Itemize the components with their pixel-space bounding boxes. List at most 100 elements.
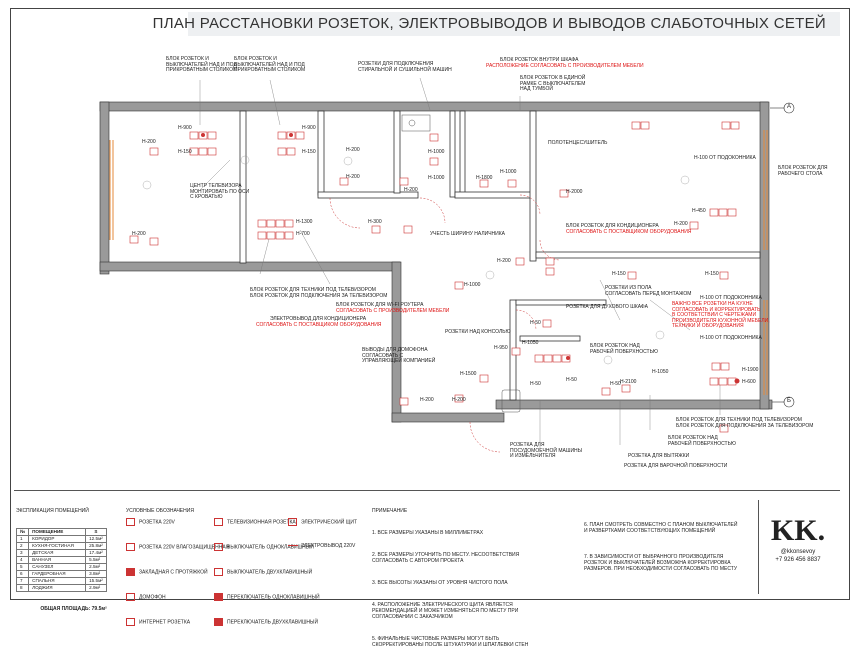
label-wifi-block: БЛОК РОЗЕТОК ДЛЯ WI-FI РОУТЕРА: [336, 302, 424, 308]
note-2: 2. ВСЕ РАЗМЕРЫ УТОЧНИТЬ ПО МЕСТУ. НЕСООТ…: [372, 552, 520, 564]
legend-item: ТЕЛЕВИЗИОННАЯ РОЗЕТКА: [227, 519, 296, 526]
waterproof-socket-icon: [126, 543, 135, 551]
label-tv-center: ЦЕНТР ТЕЛЕВИЗОРА МОНТИРОВАТЬ ПО ОСИ С КР…: [190, 183, 250, 200]
label-bedside-block-2: БЛОК РОЗЕТОК И ВЫКЛЮЧАТЕЛЕЙ НАД И ПОД ПР…: [234, 56, 306, 73]
height-mark: H-50: [530, 381, 541, 387]
height-mark: H-200: [674, 221, 688, 227]
label-wardrobe-block: БЛОК РОЗЕТОК ВНУТРИ ШКАФА: [500, 57, 579, 63]
height-mark: H-50: [530, 320, 541, 326]
explication-title: ЭКСПЛИКАЦИЯ ПОМЕЩЕНИЙ: [16, 508, 89, 514]
height-mark: H-200: [404, 187, 418, 193]
height-mark: H-200: [346, 174, 360, 180]
height-mark: H-200: [346, 147, 360, 153]
label-worktop-block-2: БЛОК РОЗЕТОК НАД РАБОЧЕЙ ПОВЕРХНОСТЬЮ: [668, 435, 736, 447]
drawing-frame: [10, 8, 850, 600]
room-markers: [142, 155, 690, 365]
label-hood-socket: РОЗЕТКА ДЛЯ ВЫТЯЖКИ: [628, 453, 690, 459]
col-header: S: [85, 528, 107, 536]
legend-block: УСЛОВНЫЕ ОБОЗНАЧЕНИЯ: [126, 496, 194, 524]
height-mark: H-900: [302, 125, 316, 131]
legend-item: ИНТЕРНЕТ РОЗЕТКА: [139, 619, 191, 626]
note-1: 1. ВСЕ РАЗМЕРЫ УКАЗАНЫ В МИЛЛИМЕТРАХ: [372, 530, 484, 536]
label-worktop-block-1: БЛОК РОЗЕТОК НАД РАБОЧЕЙ ПОВЕРХНОСТЬЮ: [590, 343, 658, 355]
label-sill-1: H-100 ОТ ПОДОКОННИКА: [700, 295, 762, 301]
height-mark: H-600: [742, 379, 756, 385]
label-floor-sockets: РОЗЕТКИ ИЗ ПОЛА СОГЛАСОВАТЬ ПЕРЕД МОНТАЖ…: [605, 285, 692, 297]
legend-item: РОЗЕТКА 220V ВЛАГОЗАЩИЩЕННАЯ: [139, 544, 230, 551]
label-kitchen-important: ВАЖНО ВСЕ РОЗЕТКИ НА КУХНЕ СОГЛАСОВАТЬ И…: [672, 301, 770, 329]
legend-item: РОЗЕТКА 220V: [139, 519, 175, 526]
legend-item: ЗАКЛАДНАЯ С ПРОТЯЖКОЙ: [139, 569, 208, 576]
label-wardrobe-note: РАСПОЛОЖЕНИЕ СОГЛАСОВАТЬ С ПРОИЗВОДИТЕЛЕ…: [486, 63, 644, 69]
label-ac-block-note: СОГЛАСОВАТЬ С ПОСТАВЩИКОМ ОБОРУДОВАНИЯ: [566, 229, 692, 235]
label-washer-sockets: РОЗЕТКИ ДЛЯ ПОДКЛЮЧЕНИЯ СТИРАЛЬНОЙ И СУШ…: [358, 61, 452, 73]
height-mark: H-2000: [566, 189, 583, 195]
height-mark: H-700: [296, 231, 310, 237]
label-ac-output-note: СОГЛАСОВАТЬ С ПОСТАВЩИКОМ ОБОРУДОВАНИЯ: [256, 322, 382, 328]
intercom-icon: [126, 593, 135, 601]
switch-double-icon: [214, 568, 223, 576]
brand-logo: KK.: [770, 514, 826, 547]
legend-item: ВЫКЛЮЧАТЕЛЬ ОДНОКЛАВИШНЫЙ: [227, 544, 314, 551]
floor-plan: [99, 77, 795, 453]
brand-block: KK. @kkonsevoy +7 926 456 8837: [758, 500, 837, 594]
legend-item: ДОМОФОН: [139, 594, 166, 601]
label-towel-dryer: ПОЛОТЕНЦЕСУШИТЕЛЬ: [548, 140, 608, 146]
label-tv-blocks-2: БЛОК РОЗЕТОК ДЛЯ ТЕХНИКИ ПОД ТЕЛЕВИЗОРОМ…: [676, 417, 814, 429]
plumbing-fixtures: [401, 114, 521, 413]
brand-handle: @kkonsevoy: [780, 549, 816, 555]
height-mark: H-150: [302, 149, 316, 155]
note-7: 7. В ЗАВИСИМОСТИ ОТ ВЫБРАННОГО ПРОИЗВОДИ…: [584, 554, 738, 572]
toggle-double-icon: [214, 618, 223, 626]
notes-title: ПРИМЕЧАНИЕ: [372, 508, 408, 514]
col-header: ПОМЕЩЕНИЕ: [28, 528, 87, 536]
door-swings: [329, 194, 561, 453]
notes-block: ПРИМЕЧАНИЕ 1. ВСЕ РАЗМЕРЫ УКАЗАНЫ В МИЛЛ…: [372, 496, 528, 654]
height-mark: H-150: [178, 149, 192, 155]
note-3: 3. ВСЕ ВЫСОТЫ УКАЗАНЫ ОТ УРОВНЯ ЧИСТОГО …: [372, 580, 508, 586]
axis-b-label: Б: [787, 398, 791, 404]
height-mark: H-900: [178, 125, 192, 131]
label-sill-3: H-100 ОТ ПОДОКОННИКА: [694, 155, 756, 161]
height-mark: H-450: [692, 208, 706, 214]
axis-a-circle: [783, 102, 795, 114]
height-mark: H-950: [494, 345, 508, 351]
label-intercom: ВЫВОДЫ ДЛЯ ДОМОФОНА СОГЛАСОВАТЬ С УПРАВЛ…: [362, 347, 436, 364]
height-mark: H-200: [497, 258, 511, 264]
label-ac-block: БЛОК РОЗЕТОК ДЛЯ КОНДИЦИОНЕРА: [566, 223, 659, 229]
tv-socket-icon: [214, 518, 223, 526]
height-mark: H-200: [142, 139, 156, 145]
height-mark: H-200: [132, 231, 146, 237]
legend-title: УСЛОВНЫЕ ОБОЗНАЧЕНИЯ: [126, 508, 194, 514]
inner-walls: [239, 110, 761, 401]
brand-phone: +7 926 456 8837: [775, 557, 821, 563]
height-mark: H-50: [566, 377, 577, 383]
label-bedside-block-1: БЛОК РОЗЕТОК И ВЫКЛЮЧАТЕЛЕЙ НАД И ПОД ПР…: [166, 56, 238, 73]
windows: [109, 130, 768, 395]
axis-a-label: А: [787, 104, 792, 110]
conduit-icon: [126, 568, 135, 576]
title-bar: ПЛАН РАССТАНОВКИ РОЗЕТОК, ЭЛЕКТРОВЫВОДОВ…: [153, 12, 840, 36]
notes-block-2: 6. ПЛАН СМОТРЕТЬ СОВМЕСТНО С ПЛАНОМ ВЫКЛ…: [584, 510, 737, 578]
switch-single-icon: [214, 543, 223, 551]
red-switch-markers: [201, 133, 740, 384]
label-frame-width: УЧЕСТЬ ШИРИНУ НАЛИЧНИКА: [430, 231, 506, 237]
panel-icon: [288, 518, 297, 526]
height-mark: H-1000: [428, 175, 445, 181]
internet-socket-icon: [126, 618, 135, 626]
socket-icon: [126, 518, 135, 526]
leader-lines: [199, 77, 721, 450]
label-dishwasher-socket: РОЗЕТКА ДЛЯ ПОСУДОМОЕЧНОЙ МАШИНЫ И ИЗМЕЛ…: [510, 442, 583, 459]
page-title: ПЛАН РАССТАНОВКИ РОЗЕТОК, ЭЛЕКТРОВЫВОДОВ…: [152, 15, 826, 32]
height-mark: H-1050: [522, 340, 539, 346]
axis-b-circle: [783, 396, 795, 408]
legend-item: ПЕРЕКЛЮЧАТЕЛЬ ДВУХКЛАВИШНЫЙ: [227, 619, 319, 626]
